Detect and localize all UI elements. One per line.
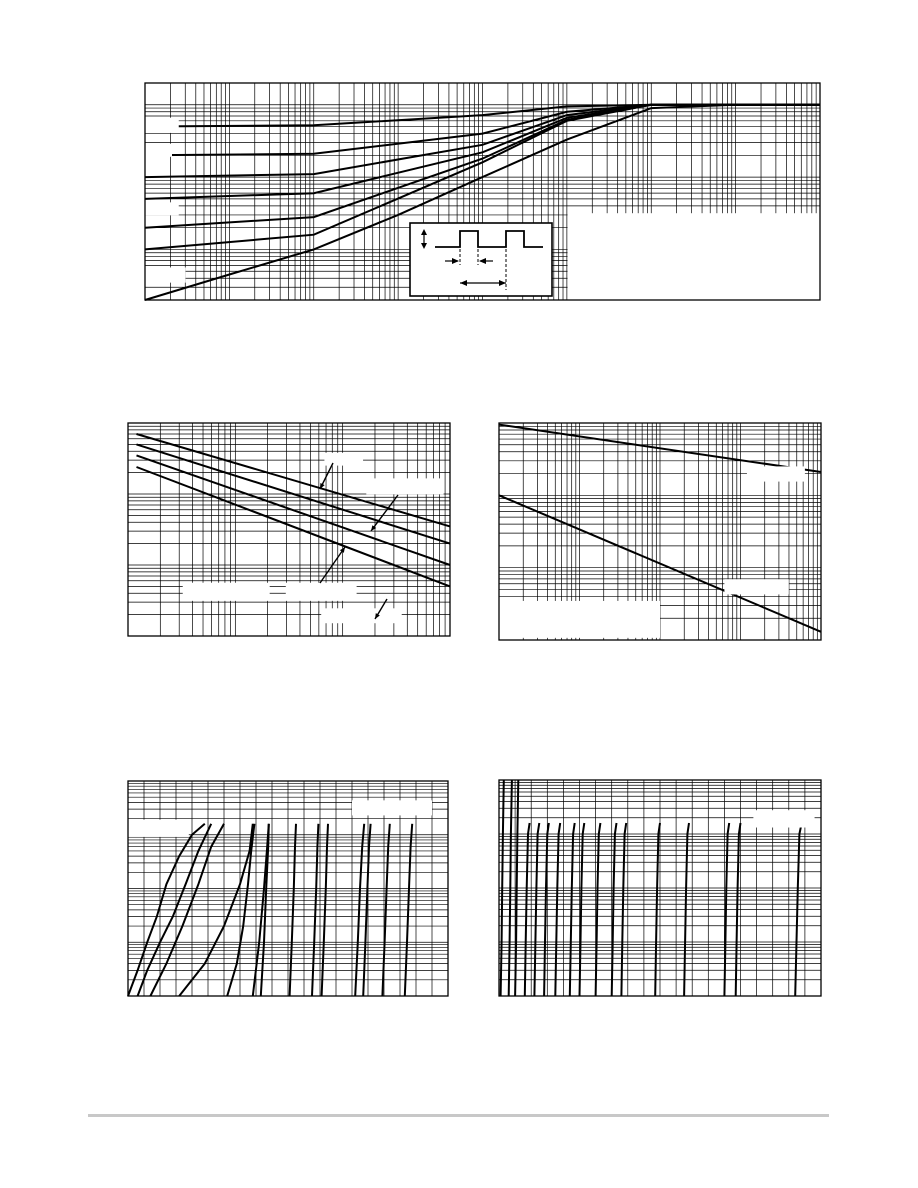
footer-divider	[88, 1114, 829, 1117]
series-7-line	[554, 822, 562, 997]
series-6-line	[543, 822, 550, 997]
series-7-line	[144, 103, 820, 301]
plot-frame	[498, 422, 822, 641]
period-arrowhead-left	[460, 280, 467, 286]
label-mask	[285, 582, 357, 601]
series-4-line	[523, 822, 531, 997]
steep-curves-semilog-chart	[127, 780, 449, 997]
label-mask	[366, 478, 444, 495]
amplitude-arrowhead-up	[421, 229, 427, 235]
label-mask	[145, 143, 172, 157]
series-1-line	[136, 433, 451, 528]
series-12-line	[620, 822, 628, 997]
leader-arrowhead-4	[375, 613, 380, 619]
series-9-line	[311, 823, 320, 997]
label-mask	[499, 600, 660, 638]
pulse-inset-box	[409, 222, 553, 297]
series-8-line	[568, 822, 576, 997]
label-mask	[128, 819, 189, 837]
series-4-line	[178, 823, 254, 997]
series-10-line	[594, 822, 602, 997]
label-mask	[352, 800, 432, 816]
leader-arrow-3	[319, 546, 346, 584]
period-arrowhead-right	[499, 280, 506, 286]
label-mask	[145, 117, 179, 133]
label-mask	[321, 608, 402, 624]
pulse-width-arrowhead-left	[452, 258, 459, 264]
series-12-line	[362, 823, 372, 997]
series-10-line	[320, 823, 329, 997]
plot-frame	[127, 422, 451, 637]
leader-arrowhead-2	[371, 525, 377, 531]
series-3-line	[136, 454, 451, 566]
label-mask	[753, 810, 815, 828]
pulse-waveform	[435, 230, 543, 248]
series-4-line	[136, 466, 451, 588]
leader-arrowhead-1	[320, 483, 325, 489]
series-11-line	[610, 822, 618, 997]
transient-thermal-response-chart	[144, 82, 821, 301]
series-15-line	[723, 822, 731, 997]
series-14-line	[403, 823, 414, 997]
series-3-line	[514, 779, 520, 997]
series-5-line	[533, 822, 541, 997]
series-9-line	[578, 822, 586, 997]
series-2-line	[498, 494, 822, 633]
label-mask	[182, 582, 270, 601]
vertical-curves-semilog-chart	[498, 779, 822, 997]
amplitude-arrowhead-down	[421, 243, 427, 249]
series-13-line	[654, 822, 661, 997]
series-14-line	[683, 822, 690, 997]
series-1-line	[127, 823, 206, 997]
series-17-line	[794, 822, 803, 997]
series-8-line	[288, 823, 297, 997]
series-16-line	[734, 822, 742, 997]
plot-frame	[144, 82, 821, 301]
leader-arrowhead-3	[339, 547, 345, 553]
label-mask	[567, 213, 821, 300]
label-mask	[746, 466, 805, 482]
leader-arrow-2	[370, 494, 399, 532]
label-mask	[145, 202, 179, 216]
series-11-line	[354, 823, 366, 997]
two-line-loglog-chart	[498, 422, 822, 641]
series-13-line	[381, 823, 391, 997]
four-line-loglog-chart	[127, 422, 451, 637]
series-2-line	[136, 443, 451, 545]
plot-frame	[127, 780, 449, 997]
pulse-width-arrowhead-right	[479, 258, 486, 264]
series-5-line	[226, 823, 256, 997]
series-7-line	[259, 823, 270, 997]
plot-frame	[498, 779, 822, 997]
label-mask	[145, 267, 186, 283]
series-3-line	[149, 823, 225, 997]
series-2-line	[507, 779, 513, 997]
label-mask	[324, 452, 364, 466]
series-1-line	[499, 779, 505, 997]
series-2-line	[136, 823, 213, 997]
series-1-line	[498, 423, 822, 473]
label-mask	[724, 579, 789, 595]
